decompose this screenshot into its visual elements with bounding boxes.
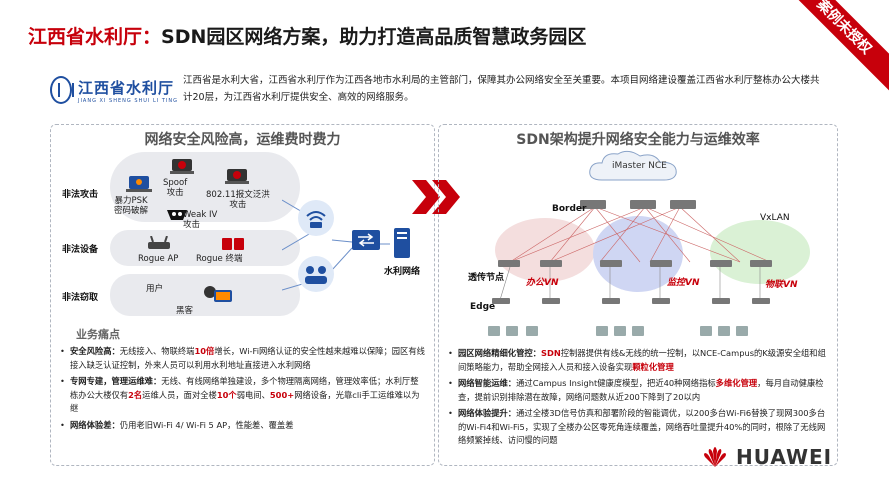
huawei-brand: HUAWEI	[700, 445, 832, 469]
solution-point-item: 网络体验提升：通过全楼3D信号仿真和部署阶段的智能调优，以200多台Wi-Fi6…	[448, 407, 830, 448]
users-icon	[298, 256, 334, 292]
logo-mark-icon	[50, 76, 74, 104]
pain-point-item: 专网专建，管理运维难：无线、有线网络单独建设，多个物理隔离网络，管理效率低；水利…	[60, 375, 425, 416]
intro-text: 江西省是水利大省，江西省水利厅作为江西各地市水利局的主管部门，保障其办公网络安全…	[183, 75, 820, 103]
firewall-icon	[352, 230, 380, 250]
pain-points-title: 业务痛点	[76, 328, 120, 341]
server-icon	[394, 228, 410, 258]
edge-label: Edge	[470, 302, 496, 312]
lane-label-device: 非法设备	[62, 245, 99, 255]
lane-label-attack: 非法攻击	[62, 190, 99, 200]
logo-name-cn: 江西省水利厅	[77, 78, 174, 97]
brand-name: HUAWEI	[736, 445, 833, 469]
solution-point-item: 园区网络精细化管控：SDN控制器提供有线&无线的统一控制，以NCE-Campus…	[448, 347, 830, 374]
border-label: Border	[552, 204, 587, 214]
network-connections	[282, 199, 390, 291]
wifi-icon	[298, 200, 334, 236]
mask-icon	[167, 210, 187, 220]
huawei-logo-icon	[704, 447, 726, 467]
pain-point-item: 网络体验差：仍用老旧Wi-Fi 4/ Wi-Fi 5 AP，性能差、覆盖差	[60, 419, 425, 433]
network-label: 水利网络	[384, 267, 421, 277]
left-panel-title: 网络安全风险高，运维费时费力	[144, 132, 341, 148]
lane-device-bg	[110, 230, 300, 266]
page-title: 江西省水利厅：SDN园区网络方案，助力打造高品质智慧政务园区	[28, 22, 586, 49]
attack-psk-label: 暴力PSK 密码破解	[114, 196, 149, 216]
vn-monitor: 监控VN	[667, 278, 700, 288]
theft-user-label: 用户	[146, 284, 164, 294]
rogue-terminal-icon	[222, 238, 244, 250]
theft-hacker-label: 黑客	[176, 306, 194, 316]
vn-office: 办公VN	[526, 278, 559, 288]
left-panel: 网络安全风险高，运维费时费力	[50, 124, 435, 466]
solution-point-item: 网络智能运维：通过Campus Insight健康度模型，把近40种网络指标多维…	[448, 377, 830, 404]
logo-name-pinyin: JIANG XI SHENG SHUI LI TING	[77, 97, 178, 104]
laptop-icon	[126, 176, 152, 192]
transit-label: 透传节点	[468, 273, 505, 283]
cloud-icon	[589, 150, 677, 181]
title-part1: 江西省水利厅：	[28, 26, 162, 48]
router-icon	[148, 236, 170, 249]
controller-label: iMaster NCE	[612, 161, 667, 171]
hacker-icon	[204, 286, 232, 302]
lane-label-theft: 非法窃取	[62, 293, 99, 303]
rogue-ap-label: Rogue AP	[138, 254, 179, 264]
vn-iot: 物联VN	[765, 280, 798, 290]
attack-spoof-label: Spoof 攻击	[163, 178, 188, 198]
right-panel-title: SDN架构提升网络安全能力与运维效率	[516, 132, 760, 148]
org-logo: 江西省水利厅 JIANG XI SHENG SHUI LI TING	[50, 72, 178, 108]
chevron-right-icon	[412, 180, 460, 214]
vxlan-label: VxLAN	[760, 213, 790, 223]
hacker-icon	[170, 159, 194, 174]
hacker-icon	[225, 169, 249, 184]
rogue-terminal-label: Rogue 终端	[196, 254, 243, 264]
sdn-topology-diagram	[488, 200, 810, 336]
attack-weakiv-label: Weak IV 攻击	[183, 210, 218, 230]
pain-point-item: 安全风险高：无线接入、物联终端10倍增长，Wi-Fi网络认证的安全性越来越难以保…	[60, 345, 425, 372]
title-part2: SDN园区网络方案，助力打造高品质智慧政务园区	[161, 26, 587, 48]
pain-points-list: 安全风险高：无线接入、物联终端10倍增长，Wi-Fi网络认证的安全性越来越难以保…	[60, 345, 425, 435]
solution-points-list: 园区网络精细化管控：SDN控制器提供有线&无线的统一控制，以NCE-Campus…	[448, 347, 830, 451]
attack-flood-label: 802.11报文泛洪 攻击	[206, 190, 270, 210]
right-panel: SDN架构提升网络安全能力与运维效率	[438, 124, 838, 466]
